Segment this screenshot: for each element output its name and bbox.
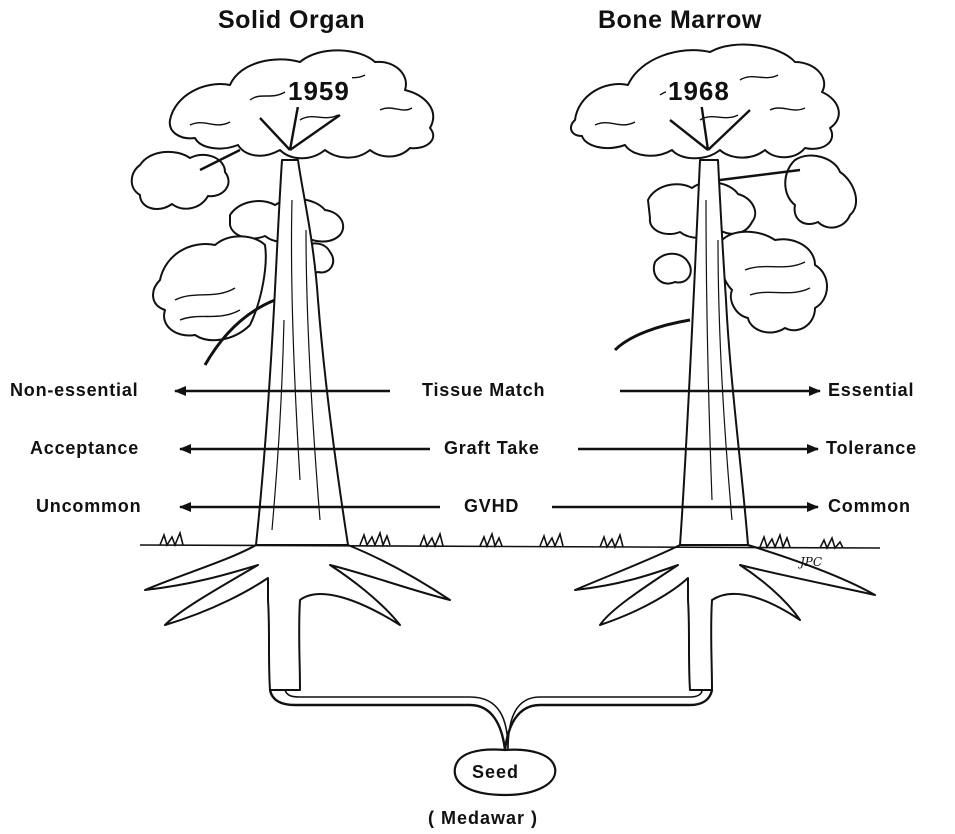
row-tissue-left: Non-essential <box>6 380 142 401</box>
row-gvhd-center: GVHD <box>460 496 523 517</box>
seed-source: ( Medawar ) <box>428 808 538 829</box>
row-tissue-center: Tissue Match <box>418 380 549 401</box>
ground-grass <box>140 533 880 548</box>
right-tree <box>571 45 875 690</box>
left-year: 1959 <box>286 76 352 107</box>
right-roots <box>575 545 875 690</box>
left-title: Solid Organ <box>218 6 365 35</box>
row-tissue-right: Essential <box>824 380 918 401</box>
seed-label: Seed <box>472 762 519 783</box>
row-graft-center: Graft Take <box>440 438 544 459</box>
row-graft-left: Acceptance <box>26 438 143 459</box>
left-canopy-branch <box>132 152 229 209</box>
right-year: 1968 <box>666 76 732 107</box>
artist-signature: JPC <box>800 555 822 569</box>
left-canopy-low <box>153 236 266 340</box>
left-roots <box>145 545 450 690</box>
row-graft-right: Tolerance <box>822 438 921 459</box>
right-canopy-branch <box>785 156 856 228</box>
right-title: Bone Marrow <box>598 6 762 35</box>
right-canopy-low <box>719 232 827 333</box>
left-tree <box>132 50 450 690</box>
root-connector <box>270 690 712 750</box>
row-gvhd-left: Uncommon <box>32 496 145 517</box>
row-gvhd-right: Common <box>824 496 915 517</box>
